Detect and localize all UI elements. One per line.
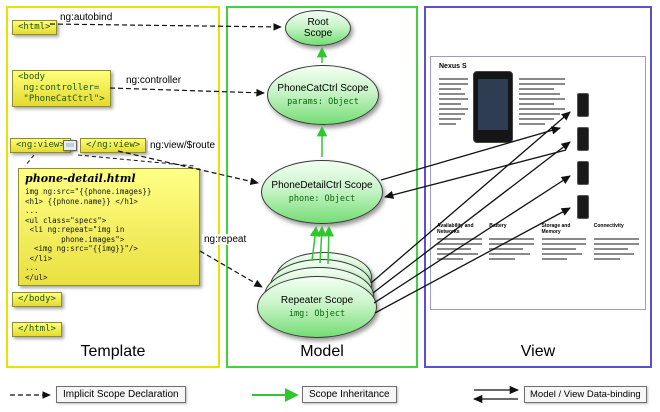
phone-thumbnail (577, 127, 589, 151)
spec-section: Availability and Networks (437, 223, 484, 263)
ng-view-route-label: ng:view/$route (148, 140, 218, 151)
text-line (439, 98, 468, 100)
phonecat-scope-ellipse: PhoneCatCtrl Scope params: Object (267, 65, 379, 125)
phone-thumbnail (577, 161, 589, 185)
model-panel-label: Model (300, 343, 344, 360)
spec-text-block (489, 238, 536, 260)
ng-view-close-tag: </ng:view> (80, 138, 147, 153)
text-line (541, 248, 576, 250)
text-line (541, 238, 587, 240)
scope-property: phone: Object (288, 194, 356, 204)
body-open-tag: <body ng:controller= "PhoneCatCtrl"> (12, 70, 111, 107)
text-line (437, 253, 478, 255)
text-line (519, 108, 565, 110)
text-line (439, 93, 465, 95)
spec-section: Battery (489, 223, 536, 263)
text-line (489, 253, 530, 255)
scope-property: params: Object (287, 97, 359, 107)
text-line (519, 78, 565, 80)
text-line (439, 88, 461, 90)
view-page: Nexus S Availability and Networks Batter… (430, 56, 646, 310)
text-line (593, 258, 620, 260)
spec-section-title: Storage and Memory (541, 223, 571, 235)
phone-thumbnail (577, 195, 589, 219)
text-line (439, 118, 461, 120)
text-line (439, 78, 468, 80)
text-line (541, 243, 587, 245)
phone-screen (478, 79, 508, 130)
repeater-scope-ellipse: Repeater Scope img: Object (257, 276, 377, 338)
text-line (489, 238, 535, 240)
text-line (437, 258, 463, 260)
product-title: Nexus S (439, 63, 467, 70)
description-text-block (519, 75, 567, 128)
text-line (519, 113, 561, 115)
text-line (593, 248, 628, 250)
spec-sections-row: Availability and Networks Battery Storag… (437, 223, 641, 263)
text-line (519, 88, 554, 90)
html-open-tag: <html> (12, 20, 57, 35)
text-line (439, 123, 456, 125)
phone-detail-title: phone-detail.html (25, 172, 136, 185)
thumbnail-column (577, 93, 589, 229)
phonedetail-scope-ellipse: PhoneDetailCtrl Scope phone: Object (261, 160, 383, 224)
text-line (519, 103, 554, 105)
spec-section-title: Battery (489, 223, 507, 229)
text-line (439, 108, 468, 110)
body-close-tag: </body> (12, 292, 62, 307)
text-line (437, 243, 482, 245)
html-close-tag: </html> (12, 322, 62, 337)
legend-data-binding-box: Model / View Data-binding (524, 386, 647, 403)
text-line (541, 258, 568, 260)
text-line (489, 258, 516, 260)
legend-scope-inheritance-box: Scope Inheritance (302, 386, 397, 403)
text-line (593, 238, 639, 240)
spec-section-title: Connectivity (593, 223, 624, 229)
text-line (519, 118, 554, 120)
text-line (593, 243, 639, 245)
text-line (437, 248, 472, 250)
ng-repeat-label: ng:repeat (202, 234, 249, 245)
scope-title: PhoneDetailCtrl Scope (271, 180, 373, 191)
template-panel-label: Template (80, 343, 146, 360)
spec-section-title: Availability and Networks (437, 223, 474, 235)
view-page-content: Nexus S Availability and Networks Batter… (431, 57, 645, 309)
text-line (439, 113, 465, 115)
ng-view-open-tag: <ng:view> (10, 138, 71, 153)
phone-thumbnail (577, 93, 589, 117)
text-line (439, 83, 468, 85)
ng-controller-label: ng:controller (124, 75, 184, 86)
spec-text-block (437, 238, 484, 260)
spec-section: Storage and Memory (541, 223, 589, 263)
phone-image (473, 71, 513, 143)
monitor-icon (63, 140, 77, 151)
scope-property: img: Object (288, 309, 346, 319)
scope-title: Root Scope (303, 17, 333, 39)
text-line (519, 98, 565, 100)
scope-title: Repeater Scope (280, 295, 354, 306)
text-line (541, 253, 583, 255)
phone-detail-box: phone-detail.html img ng:src="{{phone.im… (18, 168, 200, 286)
root-scope-ellipse: Root Scope (285, 10, 351, 46)
text-line (593, 253, 635, 255)
spec-section: Connectivity (593, 223, 641, 263)
view-panel-label: View (520, 343, 556, 360)
text-line (439, 103, 461, 105)
spec-text-block (593, 238, 641, 260)
text-line (437, 238, 482, 240)
text-line (519, 123, 546, 125)
text-line (519, 83, 565, 85)
scope-title: PhoneCatCtrl Scope (277, 83, 369, 94)
ng-autobind-label: ng:autobind (58, 12, 115, 23)
legend-implicit-scope-box: Implicit Scope Declaration (56, 386, 186, 403)
text-line (519, 93, 561, 95)
spec-text-block (541, 238, 589, 260)
text-line (489, 248, 524, 250)
phone-detail-code: img ng:src="{{phone.images}} <h1> {{phon… (25, 187, 152, 282)
description-text-block (439, 75, 469, 128)
text-line (489, 243, 535, 245)
